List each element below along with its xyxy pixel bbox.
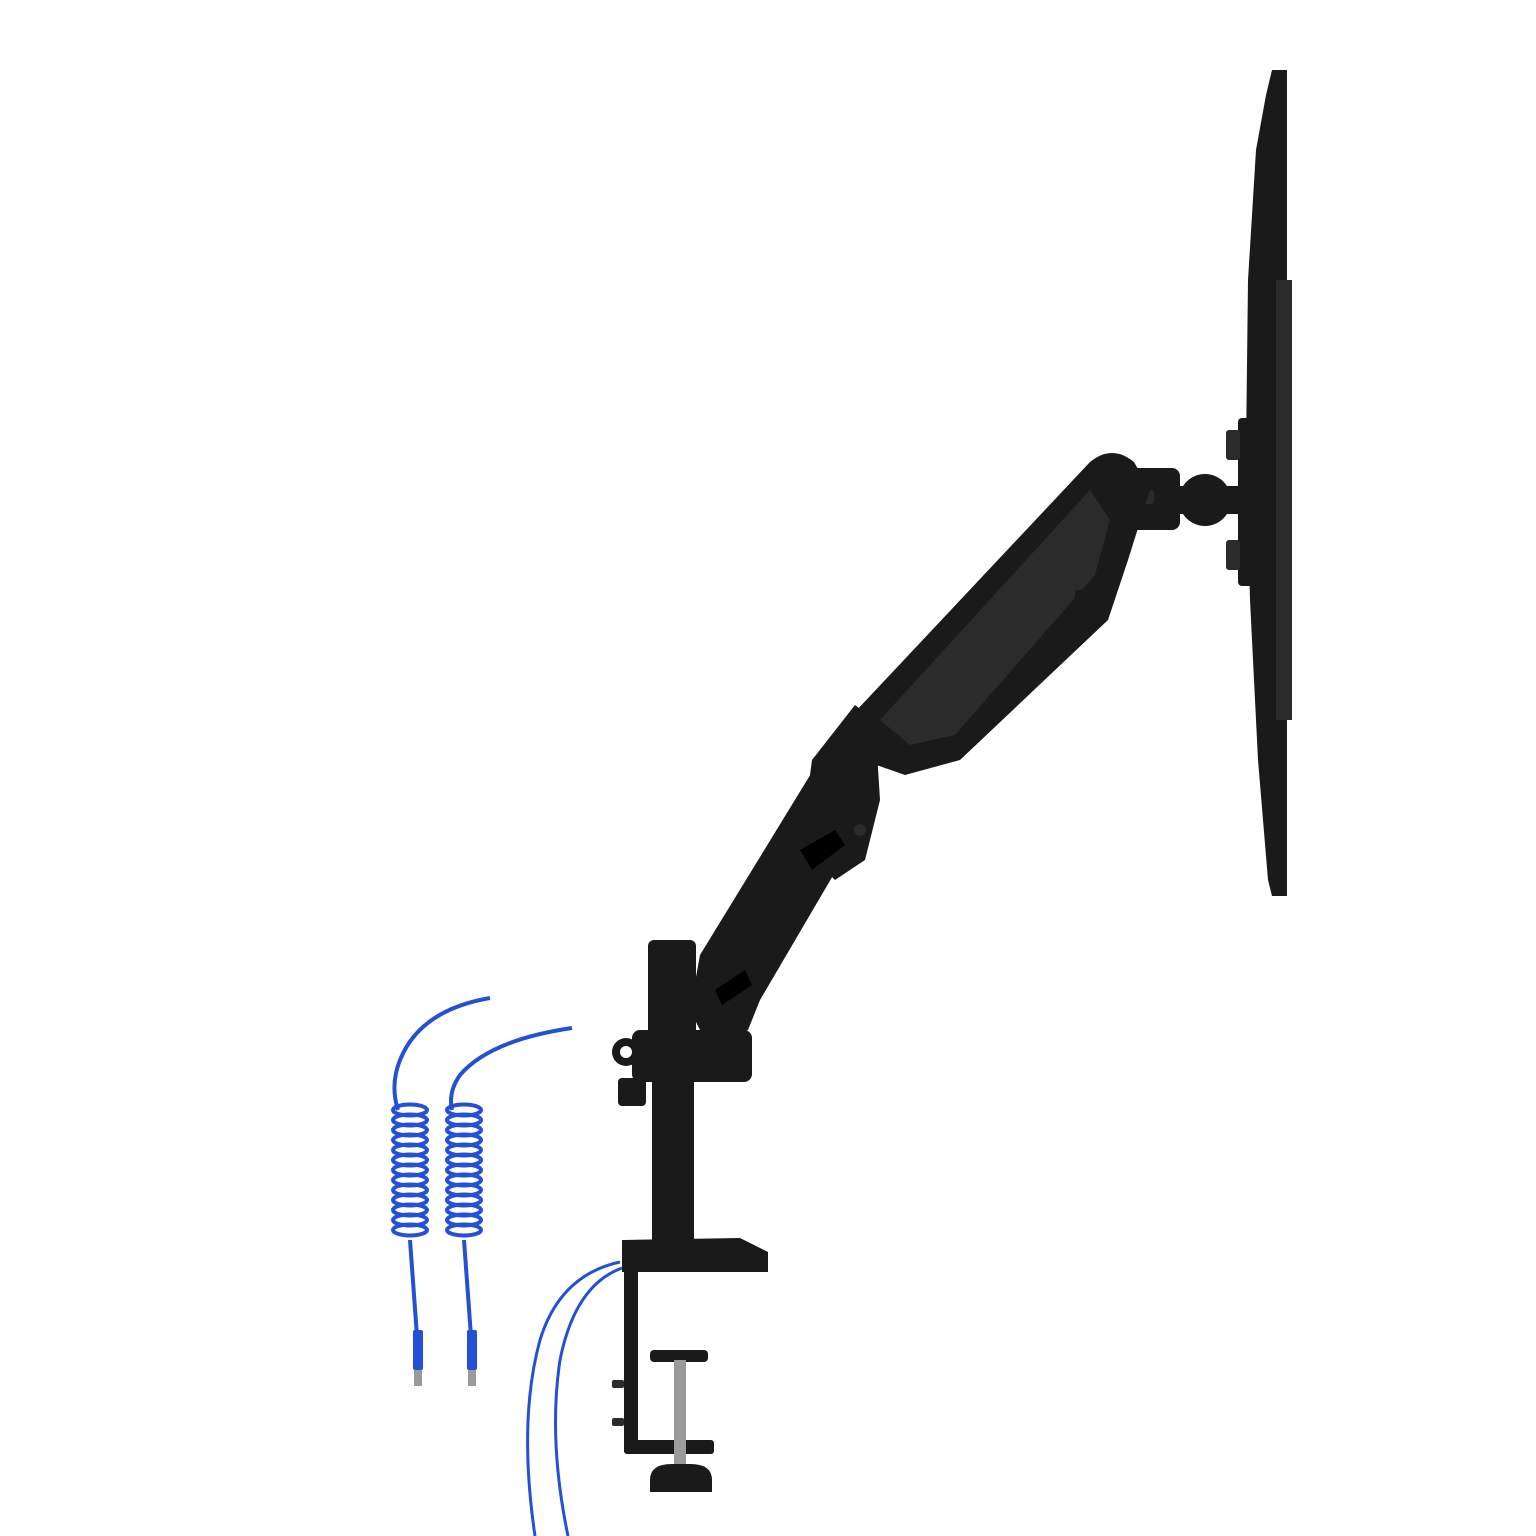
monitor-back-housing	[1276, 280, 1292, 720]
clamp-base-plate	[622, 1238, 768, 1272]
clamp-pad	[650, 1350, 708, 1362]
coiled-cable-2-coil	[445, 1102, 483, 1238]
coil-loop	[445, 1222, 483, 1238]
coiled-cable-2-plug	[468, 1370, 476, 1386]
clamp-vertical-bar	[624, 1270, 638, 1452]
coiled-cable-1-lead	[392, 996, 491, 1111]
elbow-screw	[854, 824, 866, 836]
routed-cables	[526, 1260, 623, 1536]
upper-arm-cover	[880, 490, 1110, 745]
vesa-bracket-bottom	[1226, 540, 1240, 570]
coil-loop	[391, 1222, 429, 1238]
pole-top	[648, 940, 696, 1050]
clamp-knob	[650, 1464, 712, 1492]
vesa-bracket-top	[1226, 430, 1240, 460]
clamp-bottom-bar	[624, 1440, 714, 1454]
monitor	[1226, 70, 1292, 896]
coiled-cable-1-coil	[391, 1102, 429, 1238]
coiled-cable-1	[391, 996, 491, 1386]
pole-lower	[652, 1080, 694, 1245]
vesa-plate	[1238, 418, 1262, 586]
lower-arm-cutout-lower	[715, 970, 752, 1005]
upper-arm	[855, 453, 1150, 775]
tilt-neck	[1176, 486, 1240, 514]
pole-collar	[632, 1030, 752, 1082]
desk-clamp	[612, 1238, 768, 1492]
lower-arm-cutout-upper	[800, 830, 845, 870]
coiled-cable-2-connector	[467, 1330, 477, 1370]
coiled-cable-1-connector	[413, 1330, 423, 1370]
routed-cable-1	[526, 1260, 621, 1536]
pole-assembly	[612, 940, 752, 1245]
coiled-cable-2	[445, 1026, 573, 1386]
routed-cable-2	[554, 1266, 623, 1536]
lower-arm-body	[690, 772, 860, 1040]
coiled-cable-1-plug	[414, 1370, 422, 1386]
coiled-cable-2-lead	[449, 1026, 573, 1111]
height-lock-knob	[618, 1078, 646, 1106]
collar-hook-hole	[620, 1046, 632, 1058]
lower-arm	[690, 772, 860, 1040]
upper-arm-slot	[1075, 590, 1089, 612]
clamp-screw-rod	[674, 1360, 686, 1468]
clamp-bolt-upper	[612, 1380, 624, 1388]
clamp-bolt-lower	[612, 1418, 624, 1426]
